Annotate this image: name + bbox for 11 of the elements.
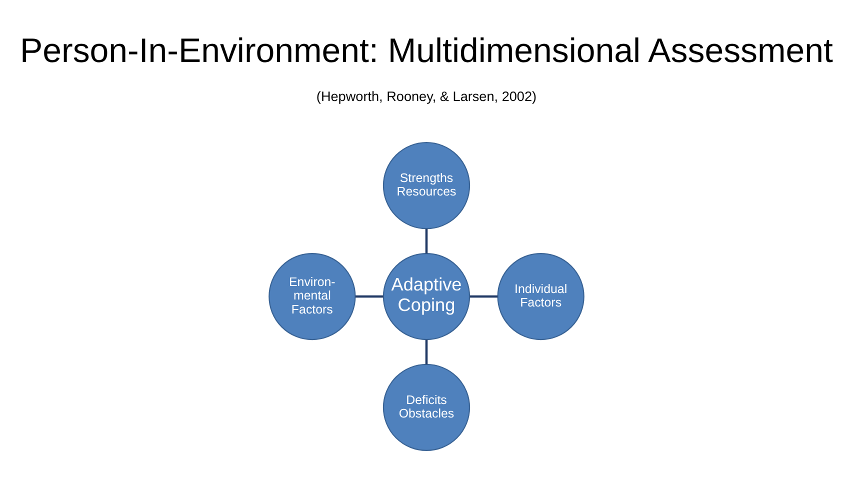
node-circle: Deficits Obstacles bbox=[382, 363, 470, 451]
node-circle: Adaptive Coping bbox=[382, 252, 470, 340]
connector bbox=[425, 339, 428, 364]
diagram-title: Person-In-Environment: Multidimensional Assessment bbox=[20, 32, 833, 70]
node-circle: Strengths Resources bbox=[382, 142, 470, 229]
node-circle: Environ- mental Factors bbox=[268, 252, 356, 340]
connector bbox=[425, 228, 428, 253]
connector bbox=[470, 294, 498, 298]
node-circle: Individual Factors bbox=[497, 252, 584, 340]
connector bbox=[356, 294, 384, 298]
label: (Hepworth, Rooney, & Larsen, 2002) bbox=[316, 88, 537, 104]
